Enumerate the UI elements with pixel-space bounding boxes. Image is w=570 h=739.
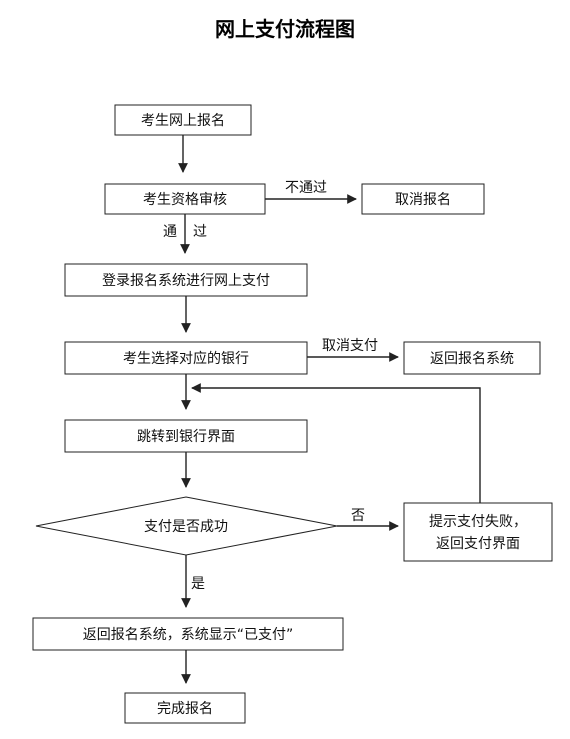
node-pay-fail-line1: 提示支付失败， bbox=[429, 514, 527, 530]
node-pay-fail-line2: 返回支付界面 bbox=[436, 536, 520, 552]
chart-title: 网上支付流程图 bbox=[215, 17, 355, 41]
node-login-pay: 登录报名系统进行网上支付 bbox=[64, 263, 308, 297]
node-show-paid-label: 返回报名系统，系统显示“已支付” bbox=[83, 627, 294, 643]
decision-pay-success: 支付是否成功 bbox=[35, 496, 338, 556]
node-cancel-apply: 取消报名 bbox=[361, 183, 485, 215]
node-pay-fail: 提示支付失败， 返回支付界面 bbox=[403, 502, 553, 562]
node-return-system-label: 返回报名系统 bbox=[430, 351, 514, 367]
node-apply-label: 考生网上报名 bbox=[141, 113, 225, 129]
node-choose-bank: 考生选择对应的银行 bbox=[64, 341, 308, 375]
edge-label-pass-2: 过 bbox=[193, 224, 207, 240]
node-show-paid: 返回报名系统，系统显示“已支付” bbox=[32, 617, 344, 651]
edge-label-yes: 是 bbox=[191, 576, 205, 592]
node-review-label: 考生资格审核 bbox=[143, 192, 227, 208]
node-return-system: 返回报名系统 bbox=[403, 341, 541, 375]
node-choose-bank-label: 考生选择对应的银行 bbox=[123, 350, 249, 367]
edge-label-not-pass: 不通过 bbox=[285, 180, 327, 196]
edge-fail-loop-back bbox=[191, 383, 481, 503]
node-apply: 考生网上报名 bbox=[114, 104, 252, 136]
node-review: 考生资格审核 bbox=[104, 183, 266, 215]
node-jump-bank: 跳转到银行界面 bbox=[64, 419, 308, 453]
node-cancel-apply-label: 取消报名 bbox=[395, 192, 451, 208]
edge-label-pass-1: 通 bbox=[163, 224, 177, 240]
node-jump-bank-label: 跳转到银行界面 bbox=[137, 429, 235, 445]
edge-label-no: 否 bbox=[351, 508, 365, 524]
decision-pay-success-label: 支付是否成功 bbox=[144, 519, 228, 535]
node-complete-label: 完成报名 bbox=[157, 701, 213, 717]
edge-label-cancel-pay: 取消支付 bbox=[322, 338, 378, 354]
node-login-pay-label: 登录报名系统进行网上支付 bbox=[102, 273, 270, 289]
node-complete: 完成报名 bbox=[124, 692, 246, 724]
